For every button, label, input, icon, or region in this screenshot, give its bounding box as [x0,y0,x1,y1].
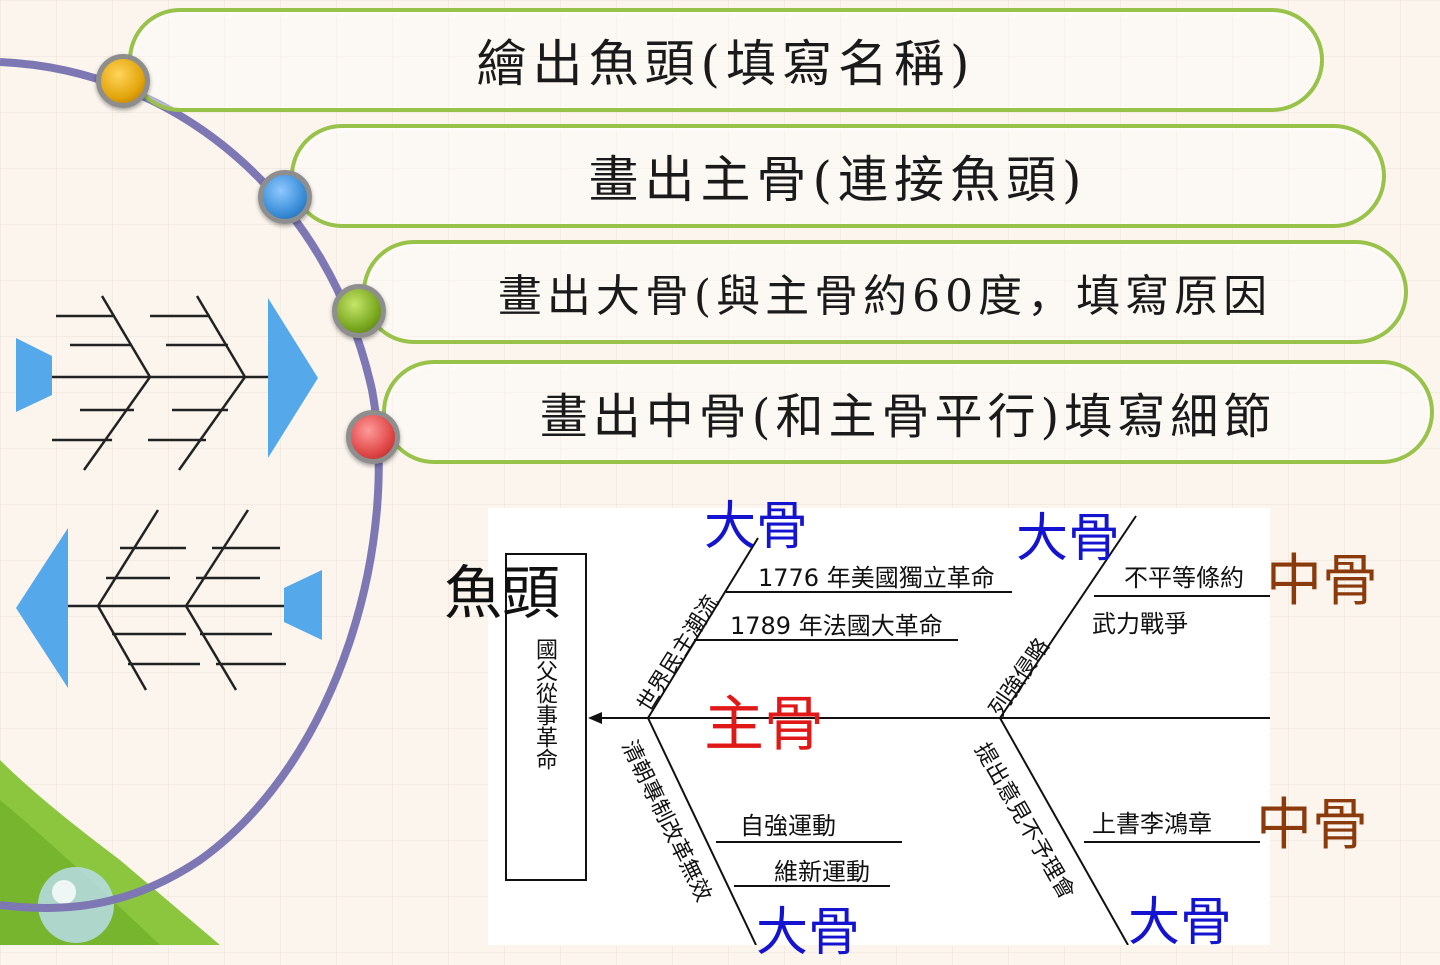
bone-lower-left [647,717,757,945]
step-3-dot [332,284,386,338]
corner-bubble-highlight [52,880,76,904]
step-1-pill: 繪出魚頭(填寫名稱) [128,8,1324,112]
detail-ul-1: 1776 年美國獨立革命 [758,564,995,592]
detail-ur-1: 不平等條約 [1124,564,1244,592]
fishbone-diagram: 國父從事革命 世界民主潮流 列強侵略 清朝專制改革無效 提出意見不予理會 177… [488,508,1270,945]
step-1-dot [96,54,150,108]
head-box [505,553,587,881]
detail-ur-2: 武力戰爭 [1092,610,1188,638]
purple-arc [0,58,383,912]
big-bone-label-1: 大骨 [704,497,809,557]
step-4-pill: 畫出中骨(和主骨平行)填寫細節 [382,360,1434,464]
step-4-text: 畫出中骨(和主骨平行)填寫細節 [539,389,1277,445]
big-bone-label-2: 大骨 [1016,509,1121,569]
step-3-text: 畫出大骨(與主骨約60度，填寫原因 [497,271,1273,322]
step-1-text: 繪出魚頭(填寫名稱) [476,35,976,93]
head-label: 魚頭 [444,559,561,627]
step-4-dot [346,410,400,464]
big-bone-label-4: 大骨 [1128,893,1233,953]
fish-left-icon [16,509,322,691]
mid-bone-label-1: 中骨 [1266,549,1378,614]
fishbone-lines [505,515,1270,945]
decoration-layer [0,58,383,945]
detail-lr-1: 上書李鴻章 [1092,810,1212,838]
big-bone-label-3: 大骨 [756,903,861,963]
step-2-pill: 畫出主骨(連接魚頭) [290,124,1386,228]
bone-upper-left [647,537,759,719]
step-3-pill: 畫出大骨(與主骨約60度，填寫原因 [362,240,1408,344]
bone-lower-right [999,717,1129,945]
head-box-text: 國父從事革命 [532,638,557,770]
detail-ll-1: 自強運動 [740,812,836,840]
mid-bone-label-2: 中骨 [1256,793,1368,858]
detail-ul-2: 1789 年法國大革命 [730,612,943,640]
spine-arrowhead [588,712,602,724]
step-2-text: 畫出主骨(連接魚頭) [588,151,1088,209]
fish-right-icon [16,295,318,471]
spine-label: 主骨 [704,690,824,760]
bone-upper-right [999,515,1137,719]
detail-ll-2: 維新運動 [774,858,870,886]
step-2-dot [258,170,312,224]
